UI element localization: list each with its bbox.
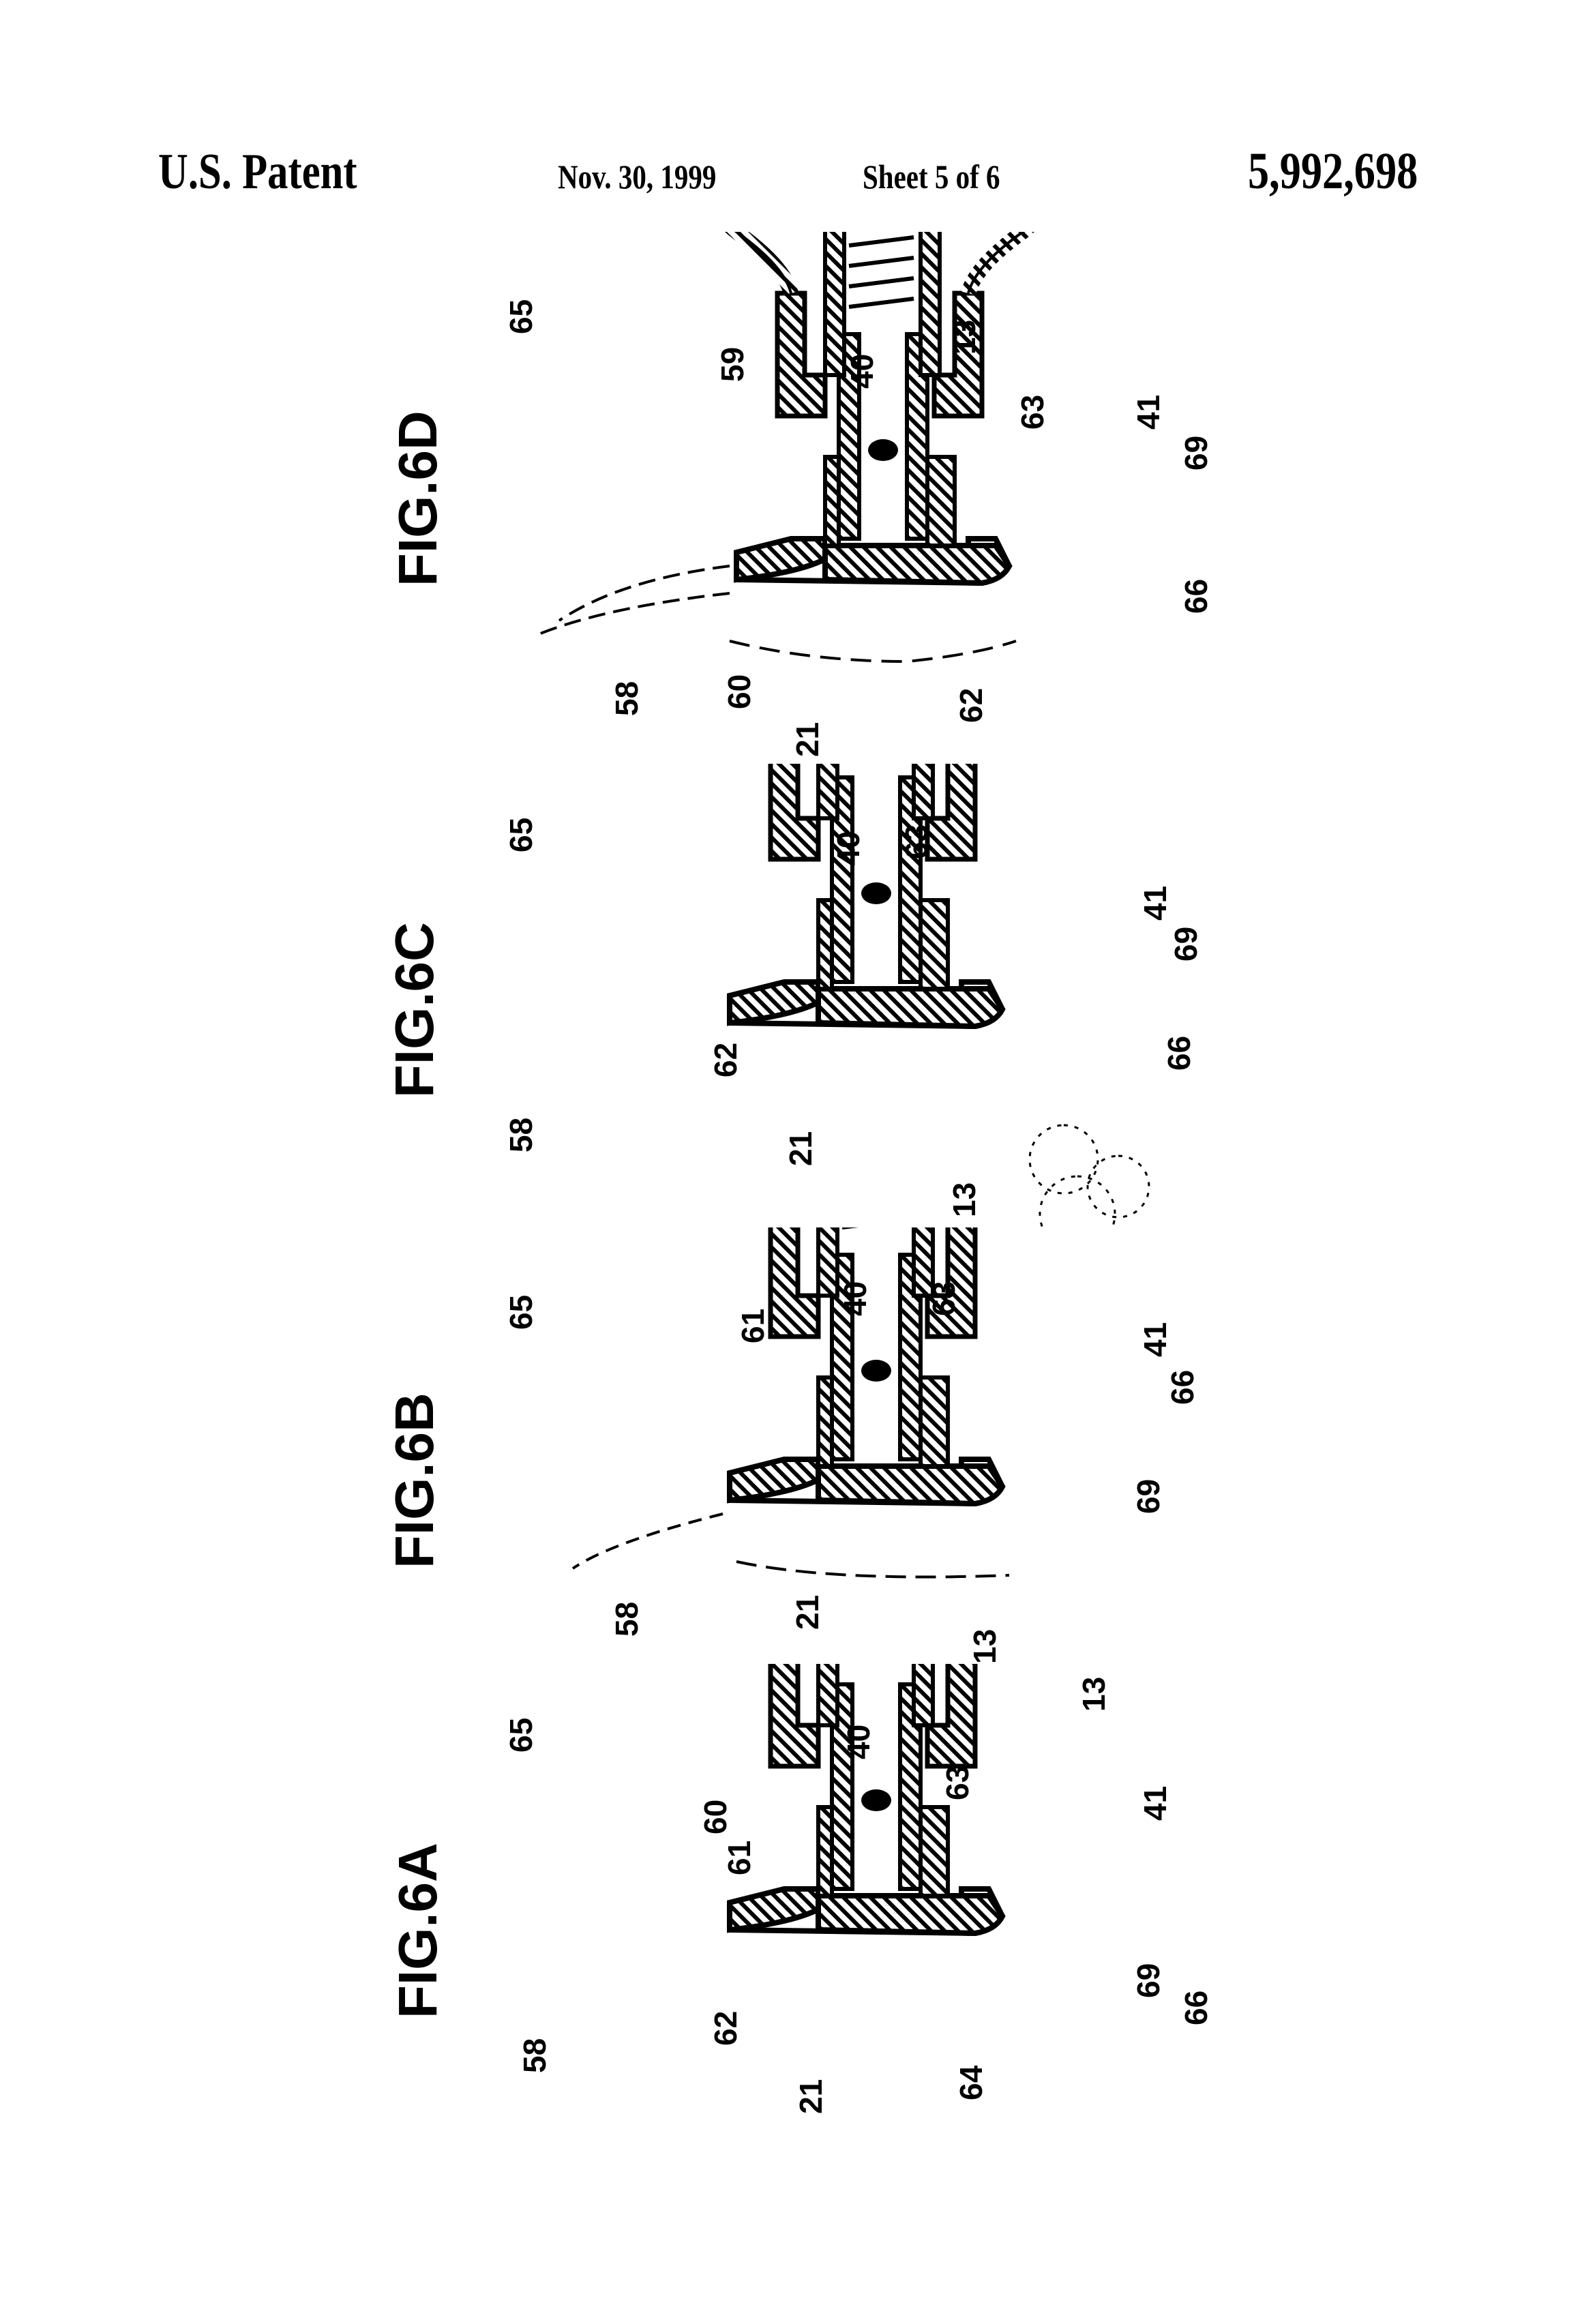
svg-text:65: 65 <box>503 299 539 334</box>
reference-numerals: 65 58 60 21 62 59 40 13 63 41 69 66 <box>503 299 1214 757</box>
svg-text:21: 21 <box>790 1595 825 1630</box>
reference-numerals: 65 58 62 21 64 60 61 40 63 13 41 69 66 <box>503 1677 1214 2114</box>
svg-text:59: 59 <box>715 347 750 382</box>
svg-text:58: 58 <box>609 1602 644 1637</box>
figure-label: FIG.6D <box>387 411 448 586</box>
svg-text:41: 41 <box>1137 886 1173 921</box>
sheet-number: Sheet 5 of 6 <box>863 158 1000 196</box>
reference-numerals: 65 58 21 13 61 40 63 41 66 69 <box>503 1281 1200 1664</box>
svg-text:58: 58 <box>517 2038 552 2073</box>
svg-text:64: 64 <box>953 2065 989 2100</box>
svg-text:66: 66 <box>1165 1370 1200 1405</box>
svg-text:58: 58 <box>609 681 644 716</box>
svg-text:40: 40 <box>841 1725 876 1759</box>
svg-text:40: 40 <box>831 831 866 866</box>
patent-title: U.S. Patent <box>158 144 357 200</box>
svg-text:66: 66 <box>1178 1991 1214 2025</box>
svg-text:13: 13 <box>946 1182 982 1217</box>
patent-number: 5,992,698 <box>1248 143 1418 200</box>
svg-text:13: 13 <box>967 1629 1002 1664</box>
svg-text:61: 61 <box>721 1841 757 1875</box>
svg-text:66: 66 <box>1178 579 1214 614</box>
svg-text:21: 21 <box>783 1131 818 1166</box>
svg-text:69: 69 <box>1178 436 1214 471</box>
figure-6c: FIG.6C 65 58 62 21 13 40 63 41 69 66 <box>368 764 1227 1227</box>
figure-6a: FIG.6A 65 58 62 21 64 60 61 40 63 13 41 … <box>368 1664 1227 2155</box>
svg-text:40: 40 <box>837 1281 873 1316</box>
pump-sprayer-drawing <box>571 1227 1043 1579</box>
svg-text:63: 63 <box>1015 395 1050 430</box>
pump-sprayer-drawing <box>702 1664 1043 1933</box>
svg-text:63: 63 <box>940 1766 975 1800</box>
svg-text:21: 21 <box>793 2079 829 2114</box>
reference-numerals: 65 58 62 21 13 40 63 41 69 66 <box>503 818 1204 1217</box>
svg-text:13: 13 <box>946 320 982 355</box>
svg-text:62: 62 <box>953 688 989 723</box>
pump-sprayer-drawing <box>538 232 1050 664</box>
svg-text:58: 58 <box>503 1118 539 1152</box>
svg-text:60: 60 <box>721 674 757 709</box>
svg-text:66: 66 <box>1161 1036 1197 1071</box>
patent-header: U.S. Patent Nov. 30, 1999 Sheet 5 of 6 5… <box>0 136 1582 211</box>
svg-text:63: 63 <box>899 824 934 859</box>
figure-label: FIG.6A <box>387 1843 448 2018</box>
figure-label: FIG.6B <box>384 1392 445 1568</box>
svg-text:65: 65 <box>503 818 539 852</box>
svg-text:69: 69 <box>1131 1963 1166 1998</box>
svg-text:65: 65 <box>503 1295 539 1330</box>
svg-text:69: 69 <box>1168 927 1204 962</box>
svg-text:61: 61 <box>735 1309 771 1343</box>
svg-text:65: 65 <box>503 1718 539 1753</box>
svg-text:62: 62 <box>708 1043 743 1077</box>
svg-text:41: 41 <box>1131 395 1166 430</box>
svg-text:41: 41 <box>1137 1322 1173 1357</box>
svg-text:13: 13 <box>1076 1677 1111 1712</box>
pump-sprayer-drawing <box>702 764 1150 1227</box>
svg-text:63: 63 <box>926 1281 961 1316</box>
figure-6b: FIG.6B 65 58 21 13 61 40 63 41 66 69 <box>368 1227 1227 1691</box>
svg-text:21: 21 <box>790 722 825 757</box>
svg-text:40: 40 <box>844 354 880 389</box>
svg-text:60: 60 <box>698 1800 733 1834</box>
figure-6d: FIG.6D 65 58 60 21 62 59 40 13 63 41 69 … <box>368 232 1227 764</box>
svg-text:62: 62 <box>708 2011 743 2046</box>
patent-date: Nov. 30, 1999 <box>558 158 717 196</box>
figure-label: FIG.6C <box>384 922 445 1098</box>
svg-text:69: 69 <box>1131 1479 1166 1514</box>
svg-text:41: 41 <box>1137 1786 1173 1821</box>
